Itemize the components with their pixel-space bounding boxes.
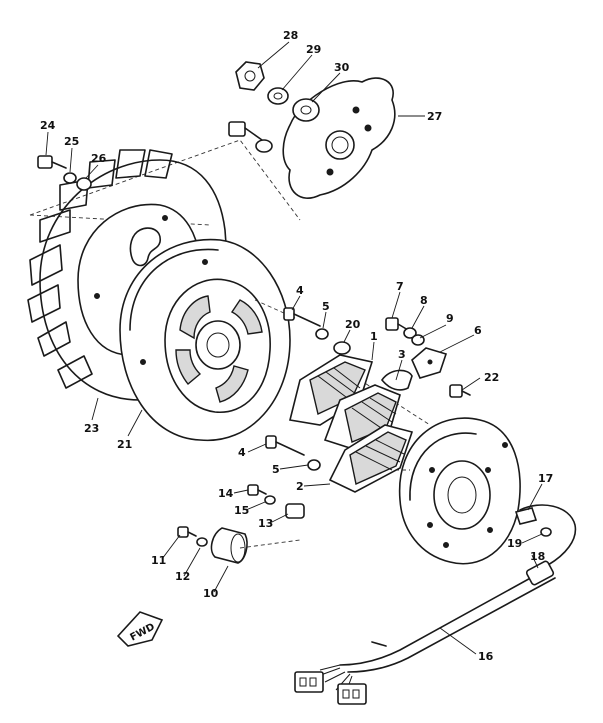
cover-screw	[228, 121, 273, 153]
harness-cable	[339, 569, 546, 666]
callout-5-upper: 5	[322, 300, 330, 313]
condenser	[210, 527, 301, 564]
callout-28: 28	[283, 29, 298, 42]
flywheel-hub	[195, 320, 241, 370]
ignition-coil	[289, 354, 374, 426]
cover-plate-hole-inner	[331, 136, 349, 154]
terminal-17	[514, 507, 538, 525]
callout-16: 16	[478, 650, 494, 663]
charging-coil	[328, 424, 414, 493]
cover-plate-rivet	[352, 106, 360, 114]
cover-plate-rivet	[326, 168, 334, 176]
callout-labels: 28 29 30 27 24 25 26 23 21 4 5 20 7 8 9 …	[40, 29, 553, 663]
callout-2: 2	[296, 480, 304, 493]
callout-19: 19	[507, 537, 522, 550]
flywheel	[119, 238, 296, 442]
callout-6: 6	[474, 324, 482, 337]
coil-screw-upper	[283, 307, 321, 327]
cover-plate-hole	[325, 130, 355, 160]
contact-breaker	[411, 347, 448, 379]
washer-15	[264, 495, 276, 505]
breaker-screw	[385, 317, 409, 331]
wire-harness	[294, 504, 577, 705]
callout-1: 1	[370, 330, 378, 343]
grommet-18	[525, 560, 555, 586]
stator-center	[433, 460, 491, 530]
callout-25: 25	[64, 135, 79, 148]
callout-4-lower: 4	[238, 446, 246, 459]
callout-4-upper: 4	[296, 284, 304, 297]
callout-29: 29	[306, 43, 321, 56]
nut	[235, 61, 265, 91]
lock-washer-20	[333, 341, 351, 355]
plain-washer	[292, 98, 320, 122]
callout-18: 18	[530, 550, 545, 563]
cover-plate-group	[228, 61, 396, 199]
callout-23: 23	[84, 422, 99, 435]
callout-11: 11	[151, 554, 166, 567]
stator-screw-22	[449, 384, 471, 398]
leader-lines	[45, 41, 543, 655]
callout-3: 3	[398, 348, 406, 361]
washer-12	[196, 537, 208, 547]
washer-upper	[315, 328, 329, 340]
callout-14: 14	[218, 487, 234, 500]
fan-dashed-outline	[29, 139, 301, 221]
fan-washer	[76, 177, 92, 191]
callout-15: 15	[234, 504, 249, 517]
clamp-13	[285, 503, 305, 519]
breaker-washer	[403, 327, 417, 339]
callout-21: 21	[117, 438, 132, 451]
callout-22: 22	[484, 371, 499, 384]
callout-5-lower: 5	[272, 463, 280, 476]
fan-cutout	[129, 227, 161, 267]
callout-17: 17	[538, 472, 553, 485]
cover-plate	[282, 77, 396, 199]
fan-lock-washer	[63, 172, 77, 184]
callout-13: 13	[258, 517, 273, 530]
callout-9: 9	[446, 312, 454, 325]
flywheel-magnets	[175, 295, 263, 403]
callout-30: 30	[334, 61, 350, 74]
screw-11	[177, 526, 197, 538]
callout-10: 10	[203, 587, 219, 600]
callout-8: 8	[420, 294, 428, 307]
callout-12: 12	[175, 570, 190, 583]
callout-27: 27	[427, 110, 442, 123]
screw-14	[247, 484, 267, 496]
fan-screw	[37, 155, 67, 169]
callout-7: 7	[396, 280, 404, 293]
cam-lobe	[381, 369, 413, 391]
callout-24: 24	[40, 119, 56, 132]
coil-screw-lower	[265, 435, 305, 456]
harness-connector	[294, 641, 387, 705]
callout-26: 26	[91, 152, 107, 165]
forward-arrow-icon: FWD	[116, 611, 164, 647]
lock-washer	[267, 87, 289, 105]
washer-lower	[307, 459, 321, 471]
washer-19	[540, 527, 552, 537]
cover-plate-rivet	[364, 124, 372, 132]
stator-plate	[359, 379, 521, 565]
callout-20: 20	[345, 318, 361, 331]
